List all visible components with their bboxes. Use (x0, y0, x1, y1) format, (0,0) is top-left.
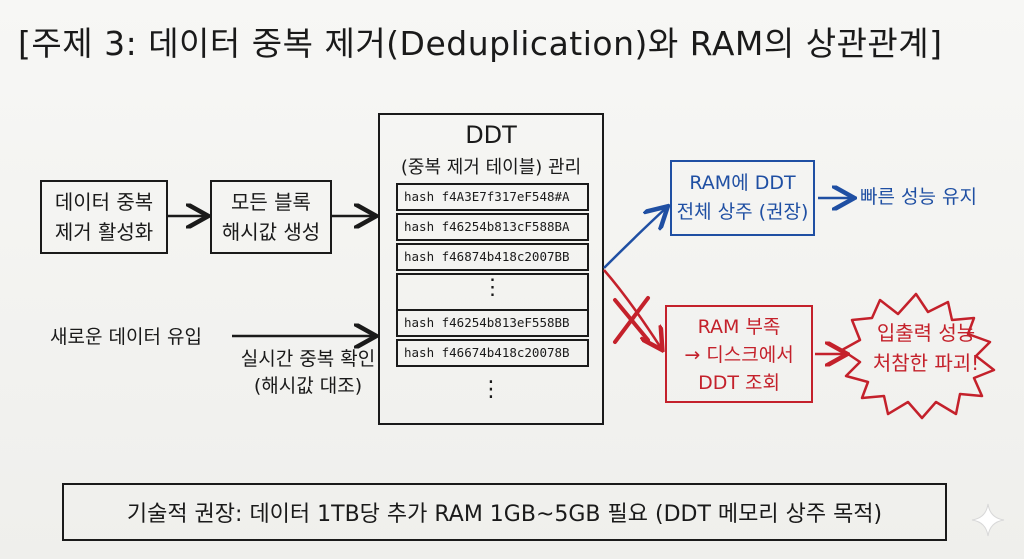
arrow-ddt-to-disk (603, 269, 661, 348)
ddt-subtitle: (중복 제거 테이블) 관리 (400, 157, 582, 178)
realtime-check-label: 실시간 중복 확인 (해시값 대조) (240, 348, 376, 397)
incoming-data-label: 새로운 데이터 유입 (50, 326, 202, 348)
ddt-table-box: DDT (중복 제거 테이블) 관리 hash f4A3E7f317eF548#… (378, 113, 604, 425)
hash-generate-box: 모든 블록 해시값 생성 (210, 180, 332, 254)
arrow-ddt-to-ram (603, 208, 666, 269)
hash-row: hash f46254b813cF588BA (396, 213, 589, 241)
ddt-title: DDT (465, 121, 517, 149)
ram-shortage-box: RAM 부족 → 디스크에서 DDT 조회 (665, 305, 813, 403)
fast-performance-label: 빠른 성능 유지 (860, 186, 977, 208)
explosion-burst-shape (840, 292, 996, 420)
ram-resident-box: RAM에 DDT 전체 상주 (권장) (670, 160, 815, 236)
hash-row: hash f46674b418c20078B (396, 339, 589, 367)
diagram-title: [주제 3: 데이터 중복 제거(Deduplication)와 RAM의 상관… (18, 24, 943, 63)
x-mark (613, 296, 650, 344)
recommendation-box: 기술적 권장: 데이터 1TB당 추가 RAM 1GB~5GB 필요 (DDT … (62, 483, 947, 541)
hash-row: hash f46254b813eF558BB (396, 309, 589, 337)
hash-row: hash f46874b418c2007BB (396, 243, 589, 271)
io-collapse-label: 입출력 성능 처참한 파괴! (872, 321, 980, 375)
dedup-enable-box: 데이터 중복 제거 활성화 (40, 180, 168, 254)
sparkle-icon (971, 503, 1005, 537)
hash-row: hash f4A3E7f317eF548#A (396, 183, 589, 211)
